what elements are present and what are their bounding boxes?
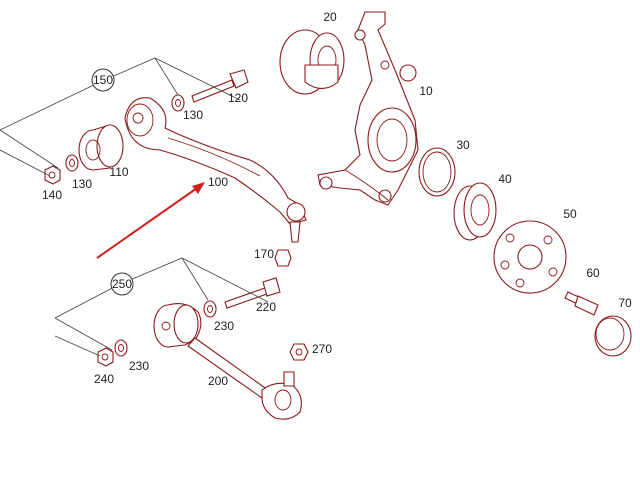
part-170-nut (274, 249, 292, 267)
label-60: 60 (586, 266, 600, 280)
label-230-lower: 230 (129, 359, 149, 373)
part-130-washer-right (171, 94, 185, 112)
label-40: 40 (498, 172, 512, 186)
label-130-lower: 130 (72, 177, 92, 191)
part-30-snap-ring (418, 147, 456, 197)
label-10: 10 (419, 84, 433, 98)
label-20: 20 (323, 10, 337, 24)
part-240-nut (97, 347, 114, 367)
part-220-bolt (224, 277, 281, 309)
part-20-mount (279, 29, 345, 95)
part-70-cap (594, 315, 632, 357)
label-150: 150 (93, 73, 113, 87)
label-140: 140 (42, 188, 62, 202)
part-230-washer-upper (203, 300, 217, 318)
label-120: 120 (228, 91, 248, 105)
part-100-control-arm (124, 97, 307, 243)
part-50-hub (493, 220, 567, 294)
label-250: 250 (112, 277, 132, 291)
part-140-nut (44, 165, 61, 185)
part-110-bushing (78, 124, 124, 171)
group-150-circle (91, 68, 115, 92)
label-170: 170 (254, 247, 274, 261)
group-150-leaders (0, 57, 241, 177)
part-230-washer-lower (114, 339, 128, 357)
label-110: 110 (109, 165, 128, 179)
group-250-circle (110, 272, 134, 296)
part-40-bearing (453, 182, 497, 241)
label-30: 30 (456, 138, 470, 152)
label-270: 270 (312, 342, 332, 356)
group-250-leaders (54, 257, 269, 357)
part-130-washer-left (65, 154, 79, 172)
part-60-bolt (564, 291, 599, 316)
label-220: 220 (256, 300, 276, 314)
label-230-upper: 230 (214, 319, 234, 333)
part-200-strut-rod (153, 303, 302, 420)
label-50: 50 (563, 207, 577, 221)
part-120-bolt (191, 69, 249, 103)
label-240: 240 (94, 372, 114, 386)
label-130-upper: 130 (183, 108, 203, 122)
part-10-knuckle (317, 11, 419, 206)
label-100: 100 (208, 175, 228, 189)
label-200: 200 (208, 374, 228, 388)
part-270-nut (289, 343, 309, 361)
label-70: 70 (618, 296, 632, 310)
pointer-arrow (96, 182, 205, 259)
